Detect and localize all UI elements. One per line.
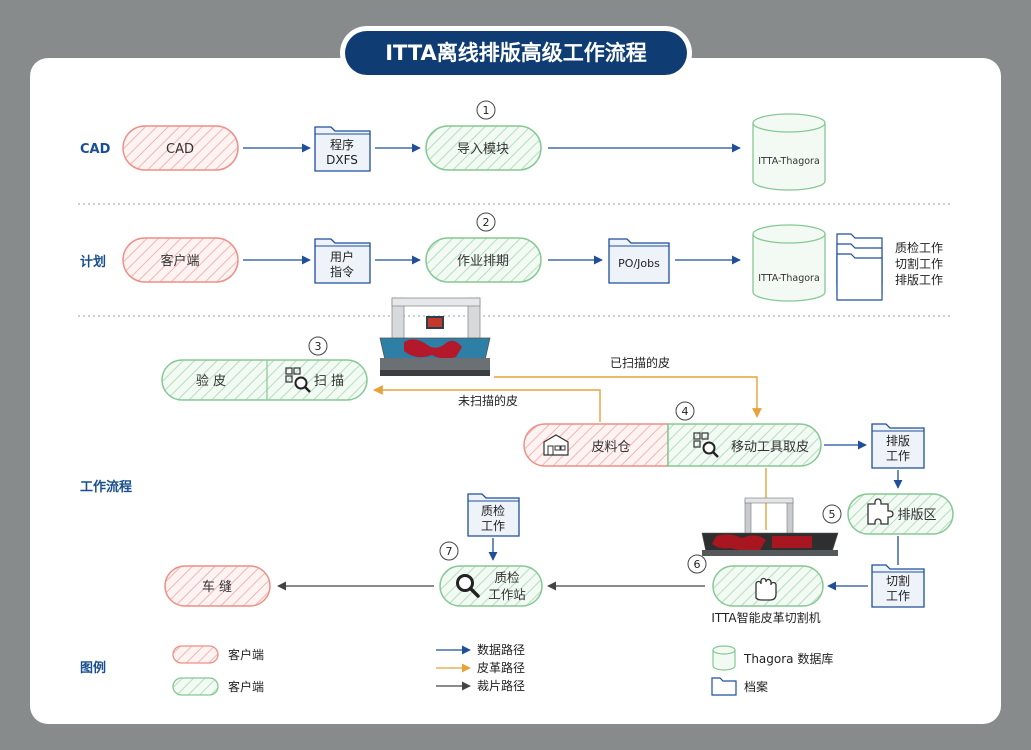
cutter-label: ITTA智能皮革切割机 xyxy=(711,610,820,625)
qc-job-folder: 质检 工作 xyxy=(467,493,520,537)
svg-text:4: 4 xyxy=(682,405,689,418)
scanner-machine-image xyxy=(379,297,491,376)
legend: 客户端 客户端 数据路径 皮革路径 裁片路径 Thagora 数据库 档案 xyxy=(172,642,833,696)
step-4-badge: 4 xyxy=(675,401,695,421)
label-scanned-leather: 已扫描的皮 xyxy=(610,355,670,370)
page-title: ITTA离线排版高级工作流程 xyxy=(385,41,647,65)
svg-text:工作站: 工作站 xyxy=(488,587,526,602)
warehouse-label: 皮料仓 xyxy=(591,440,630,455)
legend-database-icon xyxy=(712,645,736,671)
job-type-cutting: 切割工作 xyxy=(895,256,943,271)
po-jobs-folder: PO/Jobs xyxy=(608,238,670,284)
row-label-legend: 图例 xyxy=(80,660,106,676)
svg-text:扫 描: 扫 描 xyxy=(314,374,344,389)
cad-node: CAD xyxy=(122,125,239,171)
legend-archive: 档案 xyxy=(744,679,768,694)
svg-text:指令: 指令 xyxy=(330,264,354,279)
mobile-tool-label: 移动工具取皮 xyxy=(731,440,809,455)
import-module-node: 导入模块 xyxy=(425,125,542,171)
cutter-node xyxy=(712,565,824,607)
leather-path-scanned xyxy=(494,376,762,418)
svg-text:ITTA-Thagora: ITTA-Thagora xyxy=(758,156,820,167)
svg-text:用户: 用户 xyxy=(330,249,354,264)
svg-text:工作: 工作 xyxy=(886,449,910,463)
svg-text:CAD: CAD xyxy=(166,142,194,157)
magnifier-icon xyxy=(456,574,480,598)
cutter-machine-image xyxy=(701,497,839,556)
svg-text:2: 2 xyxy=(483,216,490,229)
svg-text:1: 1 xyxy=(483,104,490,117)
step-1-badge: 1 xyxy=(476,100,496,120)
scan-icon xyxy=(285,367,311,393)
user-command-folder: 用户 指令 xyxy=(314,238,371,284)
scan-node: 扫 描 xyxy=(285,367,344,393)
legend-green-swatch xyxy=(172,677,219,696)
step-3-badge: 3 xyxy=(308,336,328,356)
hand-icon xyxy=(755,577,777,601)
legend-customer-green: 客户端 xyxy=(228,679,264,694)
svg-text:3: 3 xyxy=(315,340,322,353)
step-5-badge: 5 xyxy=(822,504,842,524)
qc-station-node: 质检 工作站 xyxy=(439,565,543,607)
svg-text:工作: 工作 xyxy=(886,589,910,603)
svg-text:质检: 质检 xyxy=(481,503,505,518)
customer-node: 客户端 xyxy=(122,237,239,283)
inspect-leather-node: 验 皮 xyxy=(161,359,368,401)
legend-database: Thagora 数据库 xyxy=(743,651,833,666)
thagora-database-2: ITTA-Thagora xyxy=(752,224,826,302)
warehouse-icon xyxy=(543,434,569,456)
svg-text:程序: 程序 xyxy=(330,137,354,152)
svg-text:质检: 质检 xyxy=(494,570,520,585)
svg-text:验 皮: 验 皮 xyxy=(196,373,226,389)
main-panel xyxy=(30,58,1001,724)
title-badge: ITTA离线排版高级工作流程 xyxy=(340,26,692,80)
program-dxfs-folder: 程序 DXFS xyxy=(314,126,371,172)
svg-text:车 缝: 车 缝 xyxy=(202,579,232,595)
mobile-scan-icon xyxy=(693,432,719,458)
row-label-cad: CAD xyxy=(80,142,111,157)
legend-data-path: 数据路径 xyxy=(477,642,525,657)
thagora-database-1: ITTA-Thagora xyxy=(752,113,826,191)
svg-text:PO/Jobs: PO/Jobs xyxy=(618,257,660,270)
nesting-job-folder: 排版 工作 xyxy=(871,423,925,469)
leather-path-unscanned xyxy=(373,385,601,422)
legend-customer-red: 客户端 xyxy=(228,647,264,662)
svg-text:DXFS: DXFS xyxy=(326,153,358,167)
row-label-plan: 计划 xyxy=(80,254,106,270)
legend-leather-path: 皮革路径 xyxy=(477,660,525,675)
job-type-qc: 质检工作 xyxy=(895,240,943,255)
sewing-node: 车 缝 xyxy=(164,565,271,607)
legend-cut-path: 裁片路径 xyxy=(477,678,525,693)
svg-text:6: 6 xyxy=(694,558,701,571)
svg-text:导入模块: 导入模块 xyxy=(457,142,509,157)
label-unscanned-leather: 未扫描的皮 xyxy=(458,393,518,408)
svg-text:切割: 切割 xyxy=(886,573,910,588)
job-type-nesting: 排版工作 xyxy=(895,273,943,287)
nesting-area-node: 排版区 xyxy=(847,493,954,535)
step-2-badge: 2 xyxy=(476,212,496,232)
step-7-badge: 7 xyxy=(439,541,459,561)
step-6-badge: 6 xyxy=(687,554,707,574)
job-schedule-node: 作业排期 xyxy=(425,237,542,283)
svg-text:工作: 工作 xyxy=(481,519,505,533)
svg-text:7: 7 xyxy=(446,545,453,558)
row-label-workflow: 工作流程 xyxy=(80,479,132,495)
svg-text:作业排期: 作业排期 xyxy=(457,254,509,269)
svg-text:排版区: 排版区 xyxy=(897,508,936,523)
job-folders-stack xyxy=(836,233,883,301)
svg-text:ITTA-Thagora: ITTA-Thagora xyxy=(758,273,820,284)
svg-text:客户端: 客户端 xyxy=(160,253,199,269)
cutting-job-folder: 切割 工作 xyxy=(871,564,925,608)
svg-text:5: 5 xyxy=(829,508,836,521)
legend-red-swatch xyxy=(172,645,219,664)
puzzle-icon xyxy=(867,498,894,525)
legend-archive-icon xyxy=(711,677,737,696)
svg-text:排版: 排版 xyxy=(886,434,910,448)
